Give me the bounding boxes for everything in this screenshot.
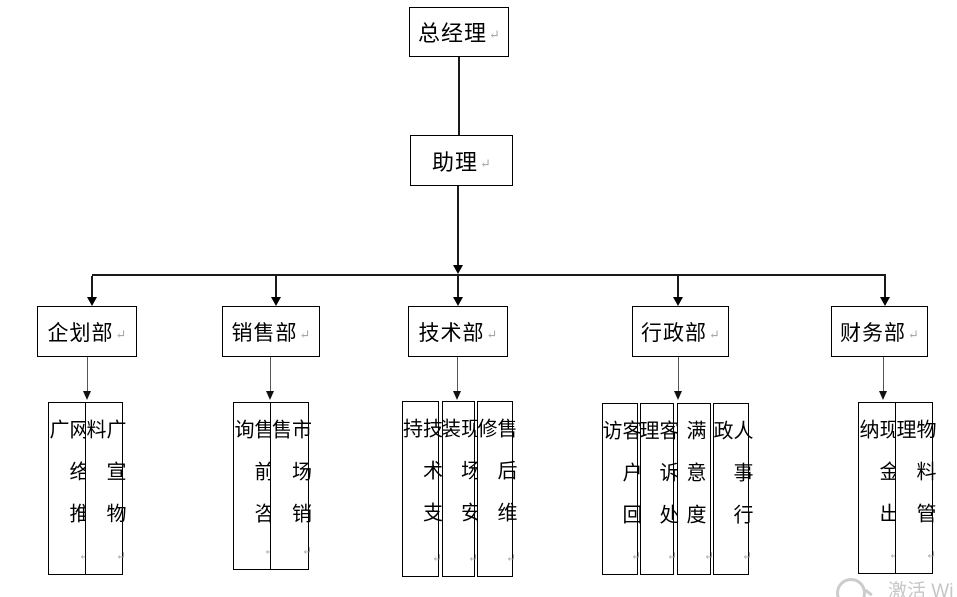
node-satisfaction[interactable]: 满意度 ↵ [677, 403, 714, 575]
node-finance-dept[interactable]: 财务部 ↵ [831, 306, 928, 357]
arrowhead-finance [880, 297, 890, 306]
connector-trunk-horizontal [92, 274, 886, 276]
connector-finance-children [883, 357, 884, 391]
node-label: 客户回访 [599, 420, 641, 546]
node-network-promotion[interactable]: 网络推广 ↵ [46, 402, 89, 575]
paragraph-return-icon: ↵ [78, 549, 89, 563]
paragraph-return-icon: ↵ [115, 326, 127, 342]
node-presales-consulting[interactable]: 售前咨询 ↵ [231, 402, 274, 570]
connector-root-assistant [458, 57, 460, 135]
node-label: 售后维修 [474, 418, 516, 544]
node-label: 网络推广 [46, 419, 88, 545]
paragraph-return-icon: ↵ [467, 551, 478, 565]
node-label: 现金出纳 [856, 419, 898, 545]
connector-trunk-tech [457, 276, 459, 298]
paragraph-return-icon: ↵ [630, 549, 641, 563]
connector-trunk-finance [884, 276, 886, 298]
node-label: 物料管理 [893, 419, 935, 545]
node-aftersales-repair[interactable]: 售后维修 ↵ [474, 401, 516, 577]
node-label: 客诉处理 [636, 420, 678, 546]
paragraph-return-icon: ↵ [925, 548, 936, 562]
paragraph-return-icon: ↵ [908, 326, 919, 342]
paragraph-return-icon: ↵ [431, 551, 442, 565]
paragraph-return-icon: ↵ [505, 551, 516, 565]
arrowhead-planning [87, 297, 97, 306]
paragraph-return-icon: ↵ [486, 326, 498, 342]
arrowhead-tech [453, 297, 463, 306]
node-label: 市场销售 [268, 419, 311, 545]
node-label: 助理 [432, 149, 479, 175]
arrowhead-sales-children [266, 391, 274, 400]
paragraph-return-icon: ↵ [741, 549, 752, 563]
connector-trunk-planning [91, 276, 93, 298]
connector-trunk-admin [677, 276, 679, 298]
node-label: 现场安装 [437, 418, 480, 544]
node-sales-dept[interactable]: 销售部 ↵ [222, 306, 320, 357]
node-hr-admin[interactable]: 人事行政 ↵ [710, 403, 752, 575]
node-customer-followup[interactable]: 客户回访 ↵ [599, 403, 641, 575]
connector-sales-children [270, 357, 271, 391]
connector-trunk-sales [275, 276, 277, 298]
node-label: 售前咨询 [231, 419, 273, 545]
node-market-sales[interactable]: 市场销售 ↵ [268, 402, 312, 570]
node-label: 技术部 [418, 320, 485, 345]
paragraph-return-icon: ↵ [489, 27, 500, 42]
node-label: 企划部 [47, 320, 114, 345]
arrowhead-admin-children [674, 391, 682, 400]
paragraph-return-icon: ↵ [666, 549, 677, 563]
node-label: 行政部 [641, 320, 708, 345]
arrowhead-sales [271, 297, 281, 306]
arrowhead-planning-children [83, 391, 91, 400]
activation-watermark-text: 激活 Wi [888, 581, 954, 597]
node-complaint-handling[interactable]: 客诉处理 ↵ [636, 403, 678, 575]
connector-assistant-trunk [457, 186, 459, 266]
paragraph-return-icon: ↵ [115, 549, 126, 563]
node-cash-teller[interactable]: 现金出纳 ↵ [856, 402, 899, 574]
arrowhead-admin [673, 297, 683, 306]
connector-tech-children [457, 357, 458, 391]
node-label: 满意度 [683, 420, 705, 546]
paragraph-return-icon: ↵ [301, 544, 312, 558]
watermark-logo-icon [836, 578, 866, 597]
node-admin-dept[interactable]: 行政部 ↵ [632, 306, 729, 357]
node-ad-materials[interactable]: 广宣物料 ↵ [83, 402, 126, 575]
node-assistant[interactable]: 助理 ↵ [410, 135, 513, 186]
arrowhead-finance-children [879, 391, 887, 400]
node-tech-dept[interactable]: 技术部 ↵ [408, 306, 508, 357]
node-label: 总经理 [418, 21, 488, 46]
node-material-management[interactable]: 物料管理 ↵ [893, 402, 936, 574]
arrowhead-tech-children [453, 391, 461, 400]
node-tech-support[interactable]: 技术支持 ↵ [399, 401, 442, 577]
connector-admin-children [678, 357, 679, 391]
node-label: 人事行政 [710, 420, 752, 546]
node-onsite-installation[interactable]: 现场安装 ↵ [438, 401, 480, 577]
node-general-manager[interactable]: 总经理 ↵ [409, 7, 509, 57]
paragraph-return-icon: ↵ [263, 544, 274, 558]
arrowhead-assistant-trunk [453, 265, 463, 274]
node-label: 技术支持 [399, 418, 442, 544]
connector-planning-children [87, 357, 88, 391]
node-planning-dept[interactable]: 企划部 ↵ [37, 306, 137, 357]
paragraph-return-icon: ↵ [480, 155, 491, 171]
node-label: 财务部 [840, 320, 907, 345]
node-label: 销售部 [231, 320, 298, 345]
node-label: 广宣物料 [83, 419, 125, 545]
paragraph-return-icon: ↵ [299, 326, 311, 342]
paragraph-return-icon: ↵ [888, 548, 899, 562]
paragraph-return-icon: ↵ [703, 549, 714, 563]
paragraph-return-icon: ↵ [709, 326, 720, 342]
